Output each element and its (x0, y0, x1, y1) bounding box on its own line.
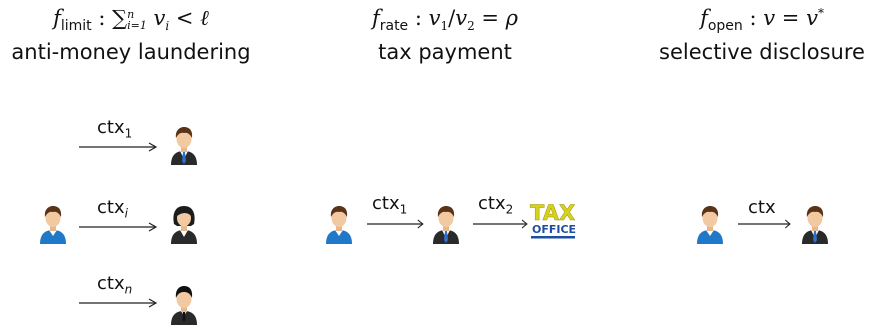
user-blue-shirt-icon (695, 204, 725, 244)
arrow-ctx-1 (367, 218, 425, 230)
edge-label-ctx-2: ctx2 (478, 193, 514, 217)
panel-open: fopen : v = v* selective disclosure ctx (655, 0, 869, 331)
user-suit-tie-icon (169, 125, 199, 165)
edge-label-ctx-n: ctxn (97, 273, 133, 297)
caption-limit: anti-money laundering (11, 40, 251, 64)
user-blue-shirt-icon (38, 204, 68, 244)
edge-label-ctx-i: ctxi (97, 197, 128, 221)
arrow-ctx-i (79, 221, 159, 233)
edge-label-ctx: ctx (748, 197, 776, 218)
user-suit-tie-icon (431, 204, 461, 244)
caption-open: selective disclosure (659, 40, 865, 64)
arrow-ctx (738, 218, 792, 230)
user-woman-icon (169, 204, 199, 244)
caption-rate: tax payment (378, 40, 512, 64)
user-blue-shirt-icon (324, 204, 354, 244)
formula-open: fopen : v = v* (700, 6, 824, 35)
tax-logo-word: TAX (530, 201, 575, 225)
tax-logo-office: OFFICE (532, 223, 576, 236)
arrow-ctx-2 (473, 218, 529, 230)
tax-office-logo: TAX OFFICE (530, 201, 576, 239)
arrow-ctx-1 (79, 141, 159, 153)
user-suit-dark-icon (169, 285, 199, 325)
formula-rate: frate : v1/v2 = ρ (371, 6, 519, 35)
user-suit-tie-icon (800, 204, 830, 244)
edge-label-ctx-1: ctx1 (97, 117, 133, 141)
panel-rate: frate : v1/v2 = ρ tax payment ctx1 ctx2 … (300, 0, 600, 331)
arrow-ctx-n (79, 297, 159, 309)
edge-label-ctx-1: ctx1 (372, 193, 408, 217)
